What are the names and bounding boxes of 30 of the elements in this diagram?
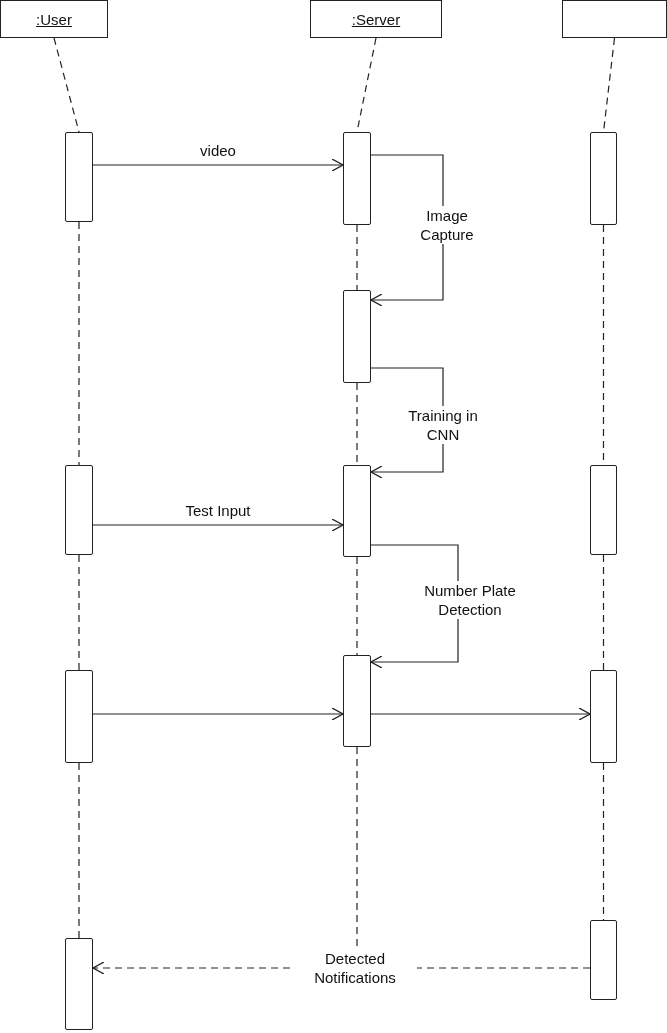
lifeline (78, 221, 80, 466)
lifeline (602, 762, 605, 921)
activation-bar (590, 132, 617, 225)
lifeline (356, 556, 358, 656)
message-label: Training in CNN (406, 406, 480, 444)
activation-bar (65, 465, 93, 555)
message-arrow (92, 158, 344, 172)
activation-bar (590, 920, 617, 1000)
activation-bar (65, 938, 93, 1030)
lifeline-head-box (310, 0, 442, 38)
object-name: :User (36, 10, 72, 28)
message-arrow (92, 518, 344, 532)
lifeline (78, 554, 80, 671)
activation-bar (343, 465, 371, 557)
lifeline (78, 762, 80, 939)
message-arrow (92, 707, 344, 721)
activation-bar (343, 655, 371, 747)
lifeline (356, 224, 358, 291)
activation-bar (590, 465, 617, 555)
lifeline-head-box (562, 0, 667, 38)
lifeline-head-box (0, 0, 108, 38)
lifeline (602, 554, 605, 671)
object-name: :Server (351, 10, 401, 28)
activation-bar (65, 132, 93, 222)
activation-bar (343, 132, 371, 225)
activation-bar (65, 670, 93, 763)
lifeline (53, 37, 80, 133)
activation-bar (590, 670, 617, 763)
message-arrow (370, 707, 591, 721)
activation-bar (343, 290, 371, 383)
